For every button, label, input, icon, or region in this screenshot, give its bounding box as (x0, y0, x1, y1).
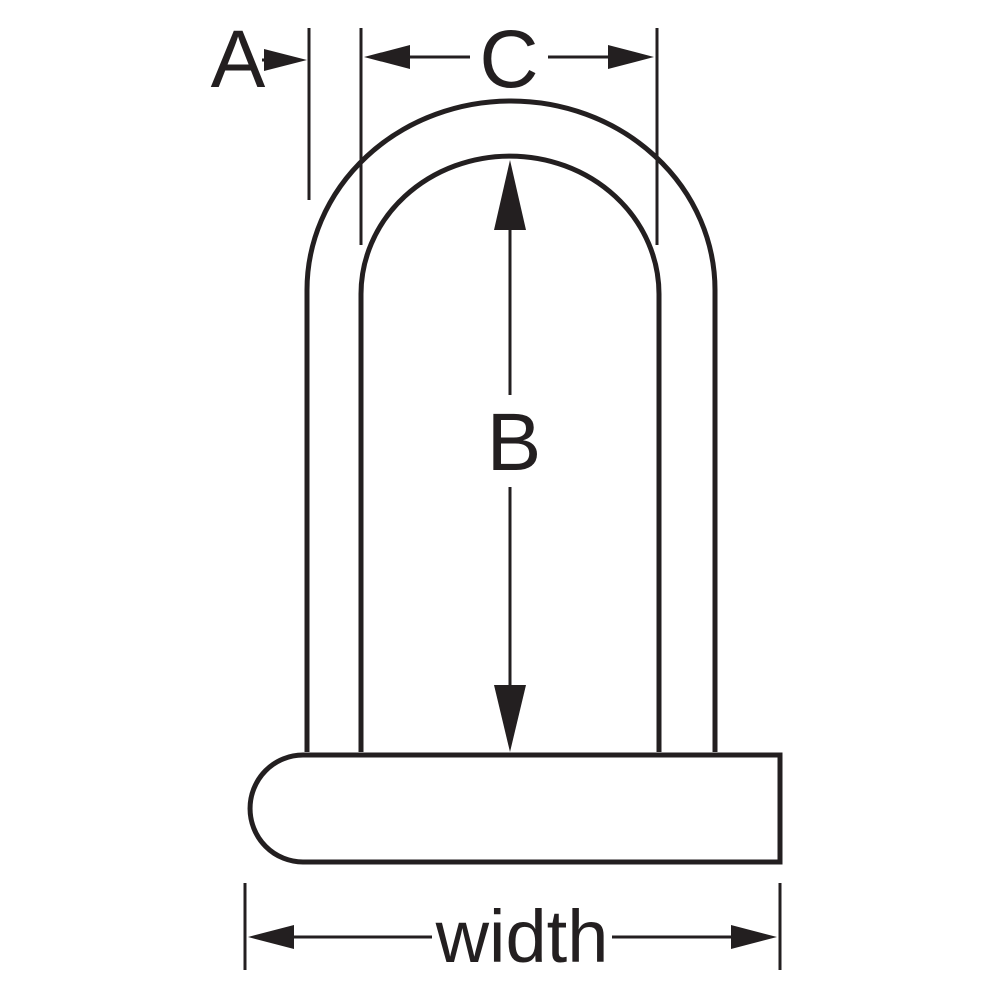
dimension-b: B (487, 160, 542, 752)
dimension-a: A (211, 14, 311, 200)
dimension-c: C (359, 14, 659, 245)
dimension-b-label: B (487, 397, 542, 488)
dimension-c-label: C (479, 14, 538, 105)
dimension-b-bottom-arrowhead (494, 685, 526, 752)
dimension-c-right-arrowhead (608, 45, 654, 69)
lock-crossbar (247, 752, 783, 865)
dimension-width-label: width (435, 895, 609, 978)
dimension-b-top-arrowhead (494, 160, 526, 230)
u-lock-shackle (304, 98, 718, 752)
dimension-width-right-arrowhead (731, 925, 777, 949)
dimension-width: width (243, 883, 782, 978)
shackle-outer-edge (304, 98, 718, 752)
dimension-a-arrowhead (264, 49, 307, 71)
dimension-width-left-arrowhead (248, 925, 294, 949)
dimension-a-label: A (211, 14, 266, 105)
dimension-c-left-arrowhead (364, 45, 410, 69)
shackle-inner-edge (358, 153, 662, 752)
